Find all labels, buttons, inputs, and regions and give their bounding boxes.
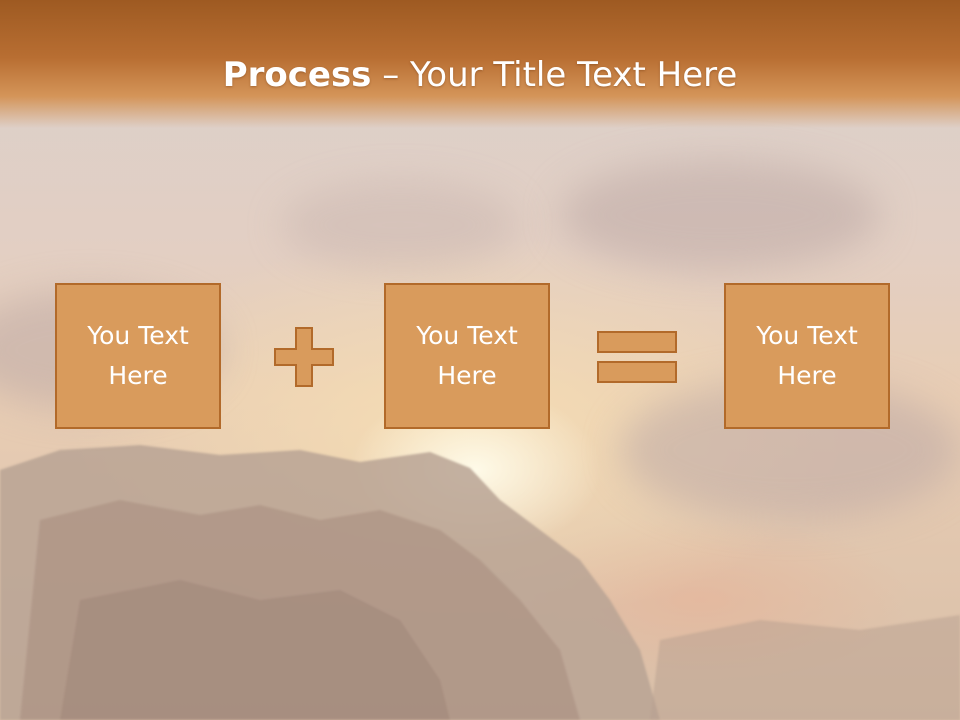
process-box-3-label: You Text Here bbox=[756, 321, 858, 390]
title-rest: – Your Title Text Here bbox=[371, 55, 738, 95]
process-box-1-label: You Text Here bbox=[87, 321, 189, 390]
title-bar bbox=[0, 0, 960, 128]
cloud-shape bbox=[280, 180, 520, 270]
process-box-1[interactable]: You Text Here bbox=[55, 283, 221, 429]
process-box-2-label: You Text Here bbox=[416, 321, 518, 390]
slide-title: Process – Your Title Text Here bbox=[0, 50, 960, 100]
process-box-3[interactable]: You Text Here bbox=[724, 283, 890, 429]
plus-icon bbox=[274, 327, 334, 387]
equals-icon bbox=[597, 331, 677, 383]
title-bold: Process bbox=[222, 55, 372, 95]
cloud-shape bbox=[560, 160, 880, 270]
process-box-2[interactable]: You Text Here bbox=[384, 283, 550, 429]
